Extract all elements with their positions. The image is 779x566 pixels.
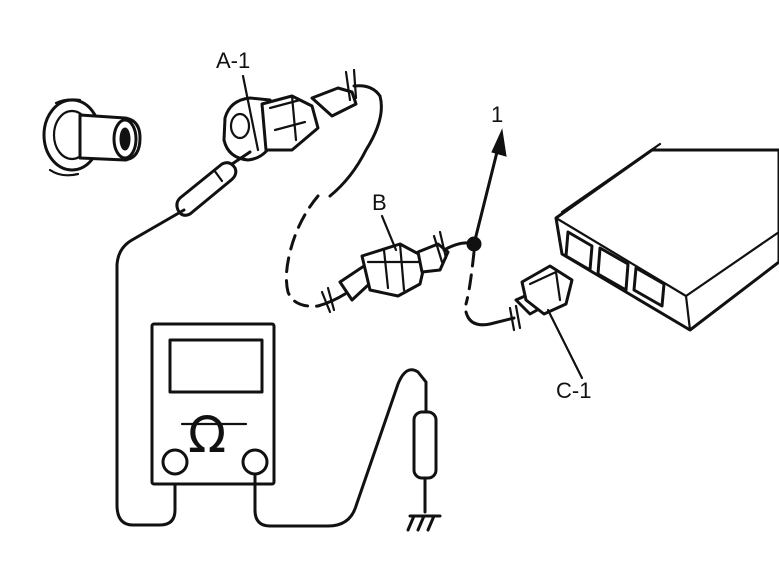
leader-c1 bbox=[546, 308, 584, 380]
bulb-socket bbox=[42, 98, 142, 177]
ohm-symbol: Ω bbox=[188, 406, 226, 464]
connector-b bbox=[316, 230, 450, 314]
label-1: 1 bbox=[491, 102, 503, 127]
meter-terminal-left bbox=[161, 448, 189, 476]
leader-a1 bbox=[241, 74, 260, 152]
label-b: B bbox=[372, 190, 387, 215]
meter-terminal-right bbox=[241, 448, 269, 476]
lead-to-1 bbox=[472, 146, 500, 246]
ohmmeter: Ω bbox=[150, 322, 276, 486]
ground-symbol bbox=[406, 514, 442, 532]
harness-junction-to-c1-solid bbox=[464, 310, 516, 327]
probe-lead-a1 bbox=[115, 150, 252, 527]
harness-a1-to-b-dashed bbox=[284, 194, 320, 308]
harness-junction-to-c1-dashed bbox=[464, 250, 476, 306]
harness-a1-to-b-solid bbox=[328, 84, 383, 198]
connector-a1 bbox=[222, 68, 358, 162]
label-a1: A-1 bbox=[216, 48, 250, 73]
control-unit bbox=[554, 142, 779, 332]
arrow-head-1 bbox=[491, 128, 507, 157]
leader-b bbox=[380, 214, 398, 252]
connector-c1 bbox=[508, 264, 574, 332]
label-c1: C-1 bbox=[556, 378, 591, 403]
probe-lead-ground bbox=[253, 368, 442, 532]
